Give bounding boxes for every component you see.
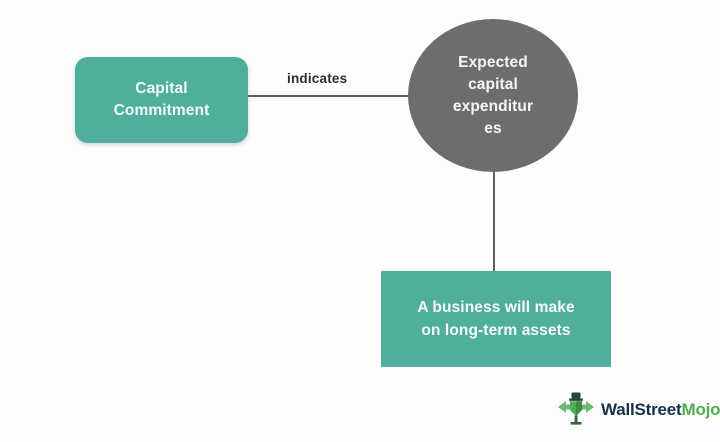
node-expected-capital-expenditures[interactable]: Expected capital expenditur es [408, 19, 578, 172]
node-capital-commitment[interactable]: Capital Commitment [75, 57, 248, 143]
logo-word-mojo: Mojo [681, 399, 720, 419]
logo-wordmark: WallStreetMojo [601, 401, 720, 418]
edge-label-indicates: indicates [287, 71, 348, 86]
node-capital-commitment-label: Capital Commitment [113, 79, 210, 119]
wallstreetmojo-bull-icon [558, 392, 594, 425]
node-expected-capital-expenditures-label: Expected capital expenditur es [452, 53, 534, 137]
connector-capital-commitment-to-expenditures [247, 95, 409, 97]
connector-expenditures-to-assets [493, 171, 495, 272]
node-long-term-assets-label: A business will make on long-term assets [417, 298, 575, 339]
node-long-term-assets[interactable]: A business will make on long-term assets [381, 271, 611, 367]
wallstreetmojo-logo: WallStreetMojo [557, 391, 720, 427]
logo-word-wallstreet: WallStreet [601, 399, 682, 419]
